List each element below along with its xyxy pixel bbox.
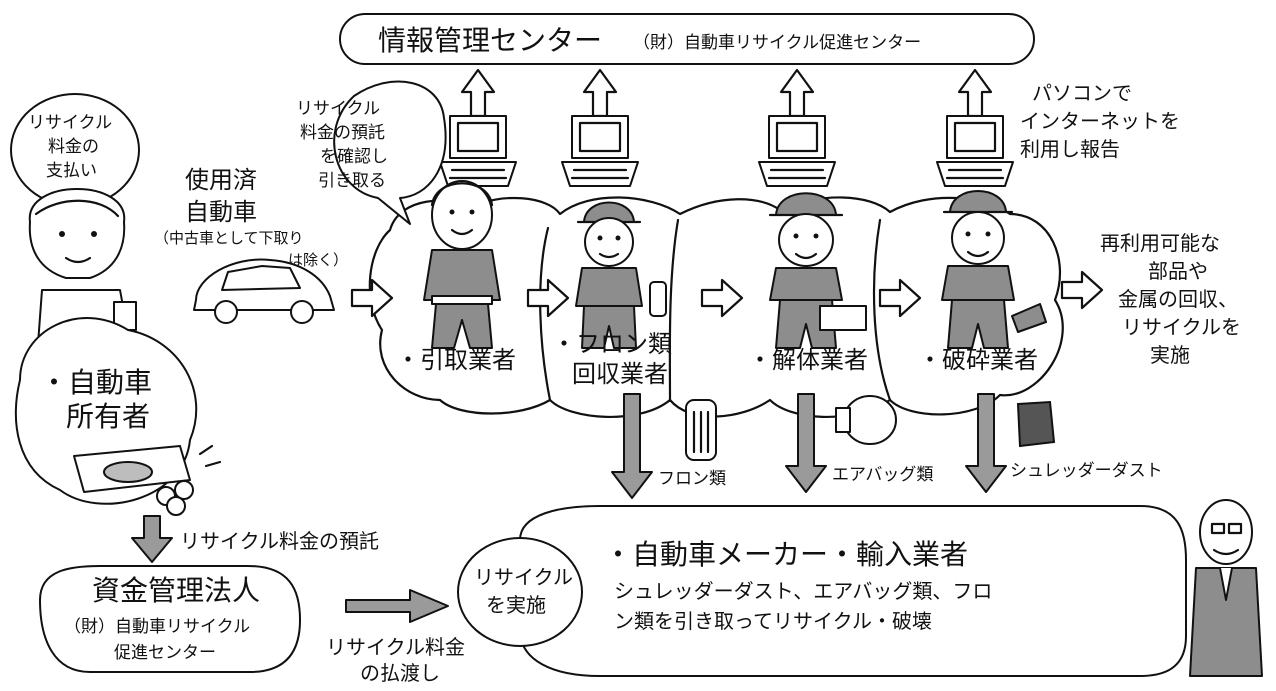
businessman-icon bbox=[1189, 499, 1263, 677]
business-freon-label-2: 回収業者 bbox=[572, 360, 668, 388]
svg-text:金属の回収、: 金属の回収、 bbox=[1118, 287, 1238, 311]
material-airbag: エアバッグ類 bbox=[832, 465, 933, 485]
svg-text:リサイクル: リサイクル bbox=[474, 565, 573, 589]
svg-text:料金の: 料金の bbox=[48, 137, 99, 157]
svg-text:を実施: を実施 bbox=[486, 593, 546, 617]
business-shredder-label: ・破砕業者 bbox=[918, 346, 1038, 374]
manufacturer-box: ・自動車メーカー・輸入業者 シュレッダーダスト、エアバッグ類、フロ ン類を引き取… bbox=[519, 505, 1187, 677]
payment-arrow bbox=[345, 589, 449, 623]
deposit-arrow bbox=[131, 515, 173, 563]
owner-label-1: ・自動車 bbox=[40, 366, 152, 399]
deposit-label: リサイクル料金の預託 bbox=[180, 529, 379, 553]
svg-text:リサイクル: リサイクル bbox=[28, 113, 112, 133]
recovery-outcome: 再利用可能な 部品や 金属の回収、 リサイクルを 実施 bbox=[1100, 231, 1241, 367]
material-down-arrow bbox=[611, 393, 1007, 499]
svg-text:再利用可能な: 再利用可能な bbox=[1100, 231, 1220, 255]
payment-label-2: の払渡し bbox=[360, 661, 440, 685]
svg-text:料金の預託: 料金の預託 bbox=[300, 123, 385, 143]
svg-text:支払い: 支払い bbox=[46, 161, 97, 181]
owner-speech-bubble: リサイクル 料金の 支払い bbox=[10, 93, 140, 207]
money-icon bbox=[73, 444, 222, 516]
material-freon: フロン類 bbox=[658, 469, 726, 489]
svg-text:を確認し: を確認し bbox=[320, 147, 388, 167]
info-center-banner: 情報管理センター （財）自動車リサイクル促進センター bbox=[339, 13, 1035, 65]
worker-freon bbox=[575, 201, 667, 349]
manufacturer-desc-1: シュレッダーダスト、エアバッグ類、フロ bbox=[614, 579, 992, 603]
computer-icon bbox=[439, 115, 1014, 187]
svg-text:は除く）: は除く） bbox=[288, 251, 348, 269]
svg-text:実施: 実施 bbox=[1150, 343, 1190, 367]
worker-dismantler bbox=[768, 192, 867, 349]
car-icon bbox=[193, 258, 335, 324]
manufacturer-title: ・自動車メーカー・輸入業者 bbox=[604, 538, 968, 571]
business-dismantler-label: ・解体業者 bbox=[748, 346, 868, 374]
svg-text:リサイクル: リサイクル bbox=[296, 99, 380, 119]
fund-sub-1: （財）自動車リサイクル bbox=[64, 617, 250, 637]
payment-label-1: リサイクル料金 bbox=[326, 635, 465, 659]
svg-text:自動車: 自動車 bbox=[185, 198, 257, 226]
worker-collector bbox=[423, 180, 501, 349]
fund-sub-2: 促進センター bbox=[114, 643, 216, 663]
svg-text:（中古車として下取り: （中古車として下取り bbox=[154, 229, 304, 247]
svg-text:引き取る: 引き取る bbox=[318, 171, 386, 191]
pc-report-note: パソコンで インターネットを 利用し報告 bbox=[1020, 81, 1180, 161]
info-center-subtitle: （財）自動車リサイクル促進センター bbox=[633, 33, 921, 53]
business-freon-label-1: ・フロン類 bbox=[552, 330, 672, 358]
info-center-title: 情報管理センター bbox=[378, 24, 602, 57]
upload-arrow bbox=[460, 68, 993, 118]
used-car-label: 使用済 自動車 （中古車として下取り は除く） bbox=[154, 166, 348, 269]
airbag-icon bbox=[835, 395, 897, 445]
material-shredder-dust: シュレッダーダスト bbox=[1010, 461, 1163, 481]
svg-text:パソコンで: パソコンで bbox=[1032, 81, 1132, 105]
gas-canister-icon bbox=[685, 399, 717, 461]
business-collector-label: ・引取業者 bbox=[396, 346, 516, 374]
flow-arrow bbox=[350, 270, 1104, 318]
svg-text:部品や: 部品や bbox=[1148, 259, 1208, 283]
svg-text:リサイクルを: リサイクルを bbox=[1122, 315, 1241, 339]
svg-text:使用済: 使用済 bbox=[185, 166, 257, 194]
worker-shredder bbox=[941, 190, 1047, 349]
svg-text:利用し報告: 利用し報告 bbox=[1020, 137, 1120, 161]
collector-speech-bubble: リサイクル 料金の預託 を確認し 引き取る bbox=[296, 80, 447, 225]
shredder-dust-icon bbox=[1016, 400, 1056, 448]
cloud-divider bbox=[539, 226, 552, 402]
svg-text:インターネットを: インターネットを bbox=[1020, 109, 1180, 133]
manufacturer-desc-2: ン類を引き取ってリサイクル・破壊 bbox=[614, 609, 932, 633]
business-cloud bbox=[368, 196, 1064, 418]
fund-title: 資金管理法人 bbox=[92, 574, 260, 607]
owner-label-2: 所有者 bbox=[66, 400, 150, 433]
fund-corporation-box: 資金管理法人 （財）自動車リサイクル 促進センター bbox=[39, 565, 301, 673]
recycle-bubble: リサイクル を実施 bbox=[457, 537, 583, 647]
